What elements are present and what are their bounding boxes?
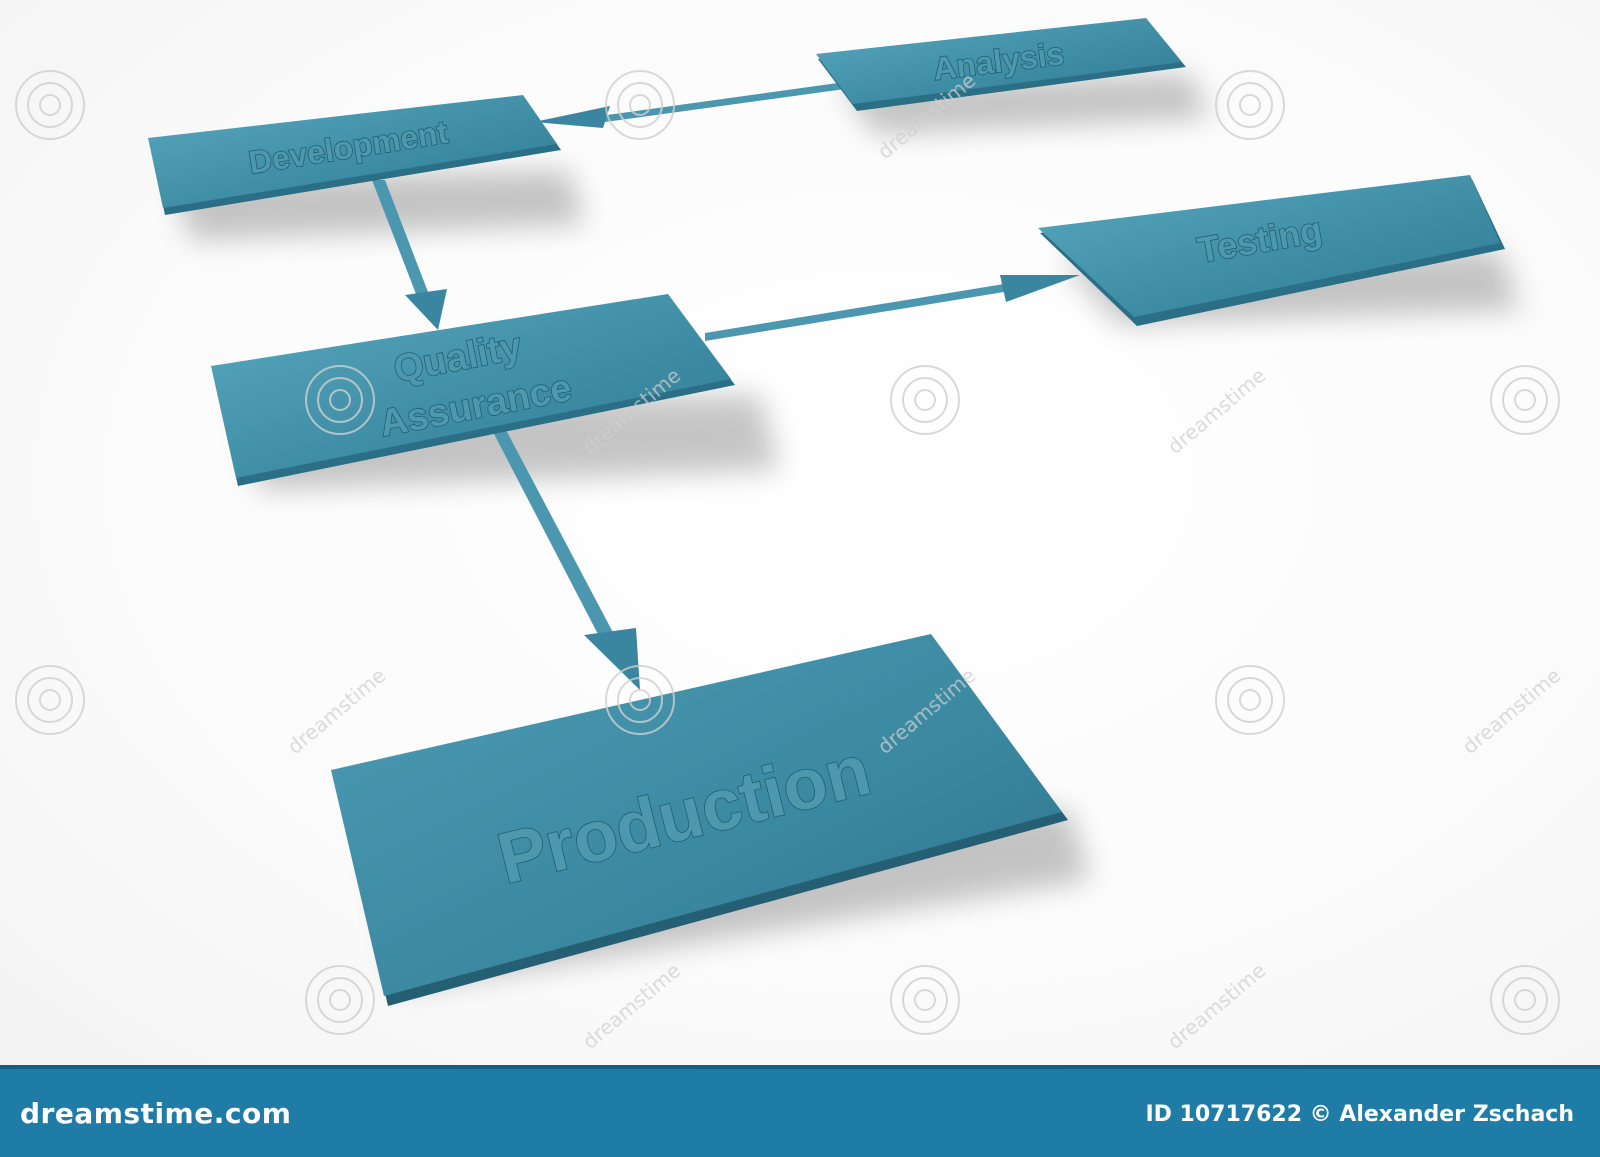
box-analysis: Analysis (816, 18, 1186, 111)
watermark-spiral-icon (15, 665, 85, 735)
box-analysis-label: Analysis (931, 35, 1066, 87)
box-development: Development (148, 95, 561, 215)
box-testing: Testing (1038, 175, 1505, 326)
watermark-layer (15, 70, 1560, 1035)
watermark-text: dreamstime (1163, 363, 1270, 459)
watermark-spiral-icon (305, 965, 375, 1035)
watermark-spiral-icon (890, 365, 960, 435)
box-production: Production (331, 634, 1068, 1006)
watermark-spiral-icon (1490, 365, 1560, 435)
watermark-spiral-icon (1215, 70, 1285, 140)
arrow-qa-to-testing (705, 275, 1080, 341)
watermark-spiral-icon (1215, 665, 1285, 735)
watermark-spiral-icon (605, 70, 675, 140)
watermark-text: dreamstime (578, 958, 685, 1054)
arrow-analysis-to-development (534, 82, 845, 128)
arrow-qa-to-production (492, 430, 640, 690)
watermark-text: dreamstime (1458, 663, 1565, 759)
connectors (372, 82, 1080, 690)
watermark-spiral-icon (605, 665, 675, 735)
watermark-spiral-icon (1490, 965, 1560, 1035)
flowchart-diagram: Analysis Development Testing Quality Ass… (15, 18, 1565, 1054)
arrow-development-to-qa (372, 180, 447, 330)
footer-credit: ID 10717622 © Alexander Zschach (1145, 1102, 1574, 1127)
watermark-spiral-icon (890, 965, 960, 1035)
footer-brand: dreamstime.com (20, 1097, 292, 1130)
diagram-canvas: Analysis Development Testing Quality Ass… (0, 0, 1600, 1065)
watermark-text: dreamstime (1163, 958, 1270, 1054)
watermark-spiral-icon (305, 365, 375, 435)
footer-bar: dreamstime.com ID 10717622 © Alexander Z… (0, 1065, 1600, 1157)
watermark-text: dreamstime (283, 663, 390, 759)
watermark-spiral-icon (15, 70, 85, 140)
